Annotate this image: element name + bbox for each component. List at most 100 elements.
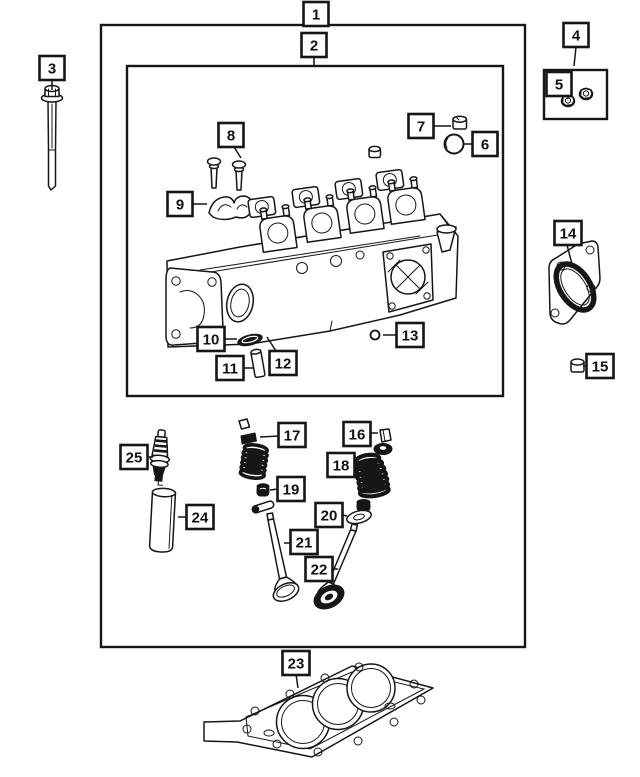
callout-box-20[interactable] (314, 501, 344, 529)
callout-box-21[interactable] (289, 528, 319, 556)
callout-17[interactable]: 17 (277, 421, 307, 449)
leader-line-4 (573, 46, 577, 67)
callout-box-6[interactable] (471, 130, 499, 158)
nut-art (560, 94, 576, 108)
callout-number-6: 6 (481, 137, 489, 154)
callout-13[interactable]: 13 (395, 321, 425, 349)
callout-box-24[interactable] (185, 503, 215, 531)
callout-number-7: 7 (417, 119, 425, 136)
callout-18[interactable]: 18 (326, 451, 356, 479)
head-bolt-art (40, 84, 64, 191)
callout-number-2: 2 (310, 38, 318, 55)
callout-12[interactable]: 12 (268, 349, 298, 377)
callout-box-16[interactable] (342, 420, 372, 448)
callout-box-11[interactable] (215, 354, 245, 382)
callout-number-14: 14 (560, 226, 577, 243)
callout-15[interactable]: 15 (585, 352, 615, 380)
dowel-art (369, 329, 381, 341)
callout-number-12: 12 (275, 356, 292, 373)
valve-spring-art (238, 443, 270, 480)
cylinder-head-art (165, 168, 459, 348)
callout-16[interactable]: 16 (342, 420, 372, 448)
callout-number-19: 19 (283, 482, 300, 499)
cam-cap-art (368, 145, 382, 159)
callout-number-5: 5 (555, 77, 563, 94)
stem-seal-art (356, 499, 371, 512)
callout-number-15: 15 (592, 359, 609, 376)
callout-21[interactable]: 21 (289, 528, 319, 556)
callout-box-7[interactable] (407, 112, 435, 140)
callout-23[interactable]: 23 (281, 649, 311, 677)
callout-box-2[interactable] (300, 31, 328, 59)
valve-seat-art (237, 333, 263, 347)
nut-art (578, 87, 594, 101)
callout-number-17: 17 (284, 428, 301, 445)
callout-7[interactable]: 7 (407, 112, 435, 140)
spark-plug-art (149, 429, 171, 486)
callout-box-14[interactable] (553, 219, 583, 247)
callout-box-12[interactable] (268, 349, 298, 377)
callout-box-4[interactable] (562, 21, 590, 49)
callout-10[interactable]: 10 (196, 325, 226, 353)
core-plug-art (570, 358, 585, 373)
callout-number-8: 8 (227, 128, 235, 145)
rocker-cap-art (208, 195, 253, 221)
callout-box-13[interactable] (395, 321, 425, 349)
callout-box-22[interactable] (304, 555, 334, 583)
callout-4[interactable]: 4 (562, 21, 590, 49)
exhaust-valve-art (313, 523, 359, 610)
callout-8[interactable]: 8 (217, 121, 245, 149)
callout-box-10[interactable] (196, 325, 226, 353)
callout-number-13: 13 (402, 328, 419, 345)
callout-number-23: 23 (288, 656, 305, 673)
head-gasket-art (203, 662, 434, 758)
callout-3[interactable]: 3 (38, 54, 66, 82)
callout-25[interactable]: 25 (119, 443, 149, 471)
callout-24[interactable]: 24 (185, 503, 215, 531)
callout-box-1[interactable] (302, 0, 330, 28)
callout-22[interactable]: 22 (304, 555, 334, 583)
callout-box-9[interactable] (166, 190, 194, 218)
callout-box-18[interactable] (326, 451, 356, 479)
leader-line-12 (266, 336, 277, 352)
leader-lines (51, 46, 587, 689)
cam-cap-art (452, 115, 468, 130)
callout-box-23[interactable] (281, 649, 311, 677)
callout-box-19[interactable] (276, 475, 306, 503)
cap-screws-art (206, 157, 247, 191)
callout-box-17[interactable] (277, 421, 307, 449)
exhaust-gasket-art (548, 240, 601, 325)
callout-box-5[interactable] (545, 70, 573, 98)
callout-6[interactable]: 6 (471, 130, 499, 158)
callout-5[interactable]: 5 (545, 70, 573, 98)
callout-2[interactable]: 2 (300, 31, 328, 59)
callout-19[interactable]: 19 (276, 475, 306, 503)
callout-number-21: 21 (296, 535, 313, 552)
callout-box-25[interactable] (119, 443, 149, 471)
callout-number-9: 9 (176, 197, 184, 214)
callout-11[interactable]: 11 (215, 354, 245, 382)
callout-box-3[interactable] (38, 54, 66, 82)
valve-keeper-art (238, 418, 251, 430)
callout-9[interactable]: 9 (166, 190, 194, 218)
callout-box-8[interactable] (217, 121, 245, 149)
callout-number-1: 1 (312, 7, 320, 24)
valve-spring-art (354, 452, 391, 499)
callout-number-3: 3 (48, 61, 56, 78)
callout-box-15[interactable] (585, 352, 615, 380)
callout-20[interactable]: 20 (314, 501, 344, 529)
leader-line-17 (259, 435, 280, 438)
spring-retainer-art (240, 432, 257, 445)
callout-number-25: 25 (126, 450, 143, 467)
callout-number-18: 18 (333, 458, 350, 475)
callout-number-22: 22 (311, 562, 328, 579)
callout-number-10: 10 (203, 332, 220, 349)
spark-plug-tube-art (148, 487, 177, 553)
callout-14[interactable]: 14 (553, 219, 583, 247)
callout-1[interactable]: 1 (302, 0, 330, 28)
callout-number-24: 24 (192, 510, 209, 527)
valve-guide-art (250, 348, 266, 379)
